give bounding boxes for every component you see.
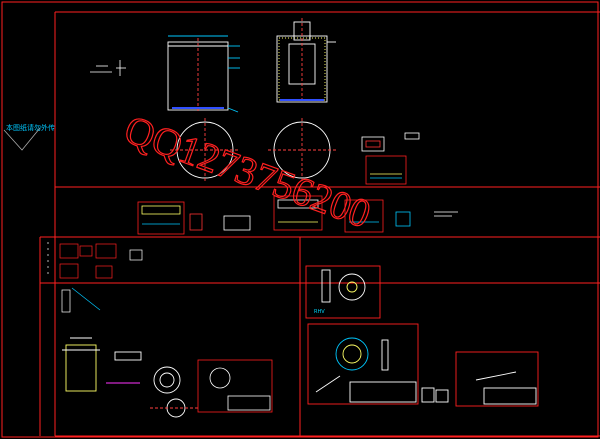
- vessel-drawing: [167, 35, 240, 113]
- sheets-top-right: [361, 132, 420, 185]
- lower-left-sheet: [197, 359, 273, 413]
- watermark: QQ1273756200: [118, 106, 377, 238]
- lower-left-thumbs: [47, 242, 143, 313]
- middle-sheets: [137, 195, 458, 235]
- furnace-section: [276, 18, 336, 103]
- lower-vessel: [62, 337, 200, 418]
- side-label: 本图纸请勿外传: [6, 123, 55, 132]
- right-lower-sheets: [305, 265, 539, 407]
- arrow-symbols: [90, 60, 126, 76]
- left-marker: 本图纸请勿外传: [3, 123, 55, 151]
- top-circles: [170, 118, 336, 182]
- rhv-label: RHV: [314, 309, 325, 315]
- svg-text:QQ1273756200: QQ1273756200: [119, 106, 377, 236]
